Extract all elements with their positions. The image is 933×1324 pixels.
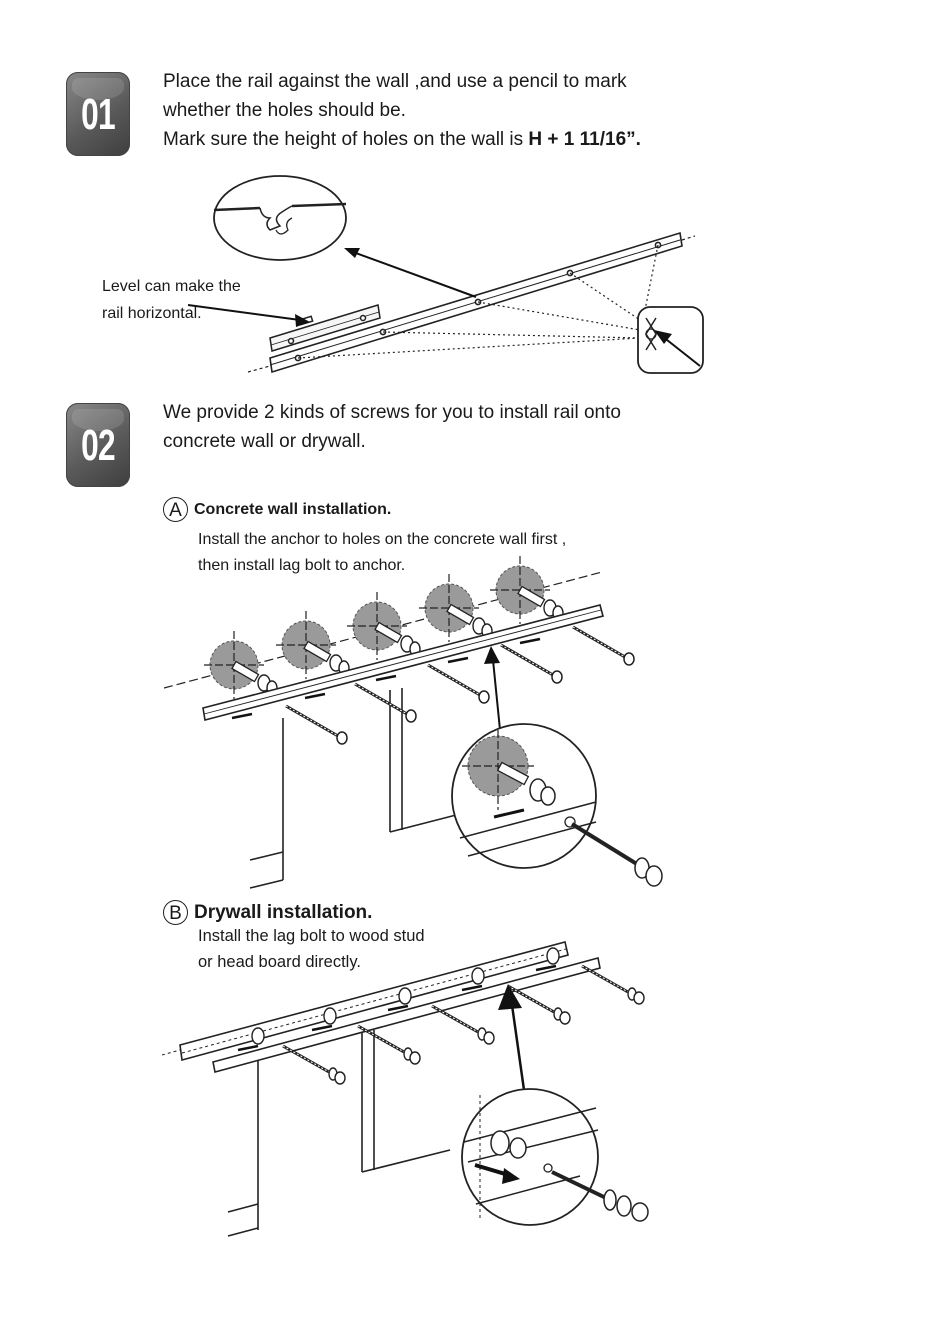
- section-b-title: Drywall installation.: [194, 901, 373, 923]
- step-01-line-1: Place the rail against the wall ,and use…: [163, 71, 627, 92]
- level-label-line-2: rail horizontal.: [102, 305, 202, 322]
- lag-bolts-b: [281, 964, 646, 1086]
- level-callout-label: Level can make the rail horizontal.: [102, 273, 241, 327]
- lag-bolts: [284, 625, 636, 746]
- zoom-arrow-b: [498, 984, 526, 1091]
- step-01-badge: 01: [66, 72, 130, 156]
- step-02-line-2: concrete wall or drywall.: [163, 431, 366, 452]
- section-a-title: Concrete wall installation.: [194, 500, 392, 518]
- concrete-guide-line: [163, 571, 603, 689]
- headboard-outline: [249, 688, 461, 889]
- section-a-line-1: Install the anchor to holes on the concr…: [198, 531, 567, 548]
- step-02-number: 02: [81, 421, 116, 470]
- rail-drywall: [212, 957, 601, 1073]
- step-01-number: 01: [81, 90, 116, 139]
- zoom-arrow-a: [484, 646, 501, 731]
- section-b-line-2: or head board directly.: [198, 953, 361, 971]
- step-02-line-1: We provide 2 kinds of screws for you to …: [163, 402, 621, 423]
- section-b-line-1: Install the lag bolt to wood stud: [198, 927, 425, 945]
- drywall-detail-zoom-icon: [461, 1088, 649, 1226]
- section-b-description: Install the lag bolt to wood stud or hea…: [198, 923, 425, 975]
- section-b-letter: B: [163, 900, 188, 925]
- step-01-instructions: Place the rail against the wall ,and use…: [163, 67, 641, 154]
- anchor-detail-zoom-icon: [451, 723, 663, 887]
- step-01-line-3: Mark sure the height of holes on the wal…: [163, 129, 529, 150]
- section-a-description: Install the anchor to holes on the concr…: [198, 527, 566, 579]
- rail-step1: [247, 231, 696, 374]
- rail-concrete: [202, 604, 604, 721]
- pencil-mark-detail-icon: [637, 306, 704, 374]
- pencil-guide-lines: [297, 244, 659, 359]
- height-formula: H + 1 11/16”.: [528, 129, 641, 150]
- headboard-outline-b: [227, 1030, 451, 1237]
- detail-arrow: [344, 248, 477, 298]
- spirit-level-icon: [269, 304, 381, 352]
- section-b-heading: B Drywall installation.: [163, 900, 372, 925]
- insert-arrows-b: [237, 964, 557, 1052]
- insert-arrows: [231, 637, 541, 720]
- section-a-letter: A: [163, 497, 188, 522]
- level-label-line-1: Level can make the: [102, 278, 241, 295]
- step-02-instructions: We provide 2 kinds of screws for you to …: [163, 398, 621, 456]
- section-a-heading: A Concrete wall installation.: [163, 497, 391, 522]
- step-01-line-2: whether the holes should be.: [163, 100, 406, 121]
- step-02-badge: 02: [66, 403, 130, 487]
- rail-joint-detail-icon: [213, 175, 347, 261]
- section-a-line-2: then install lag bolt to anchor.: [198, 557, 406, 574]
